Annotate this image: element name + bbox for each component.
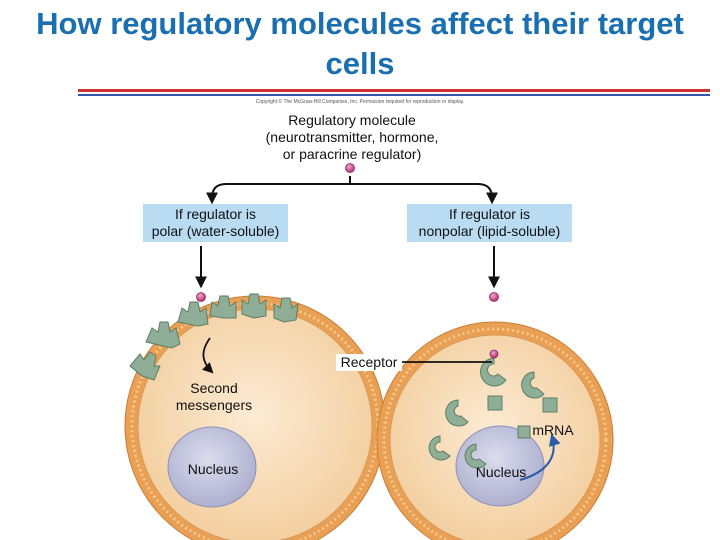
page-title: How regulatory molecules affect their ta… [36,6,684,81]
left-cell [124,295,386,540]
receptor-label: Receptor [336,354,402,371]
second-messenger-arrow [202,337,214,374]
second-messengers-label: Second messengers [162,380,266,414]
polar-line2: polar (water-soluble) [151,223,280,239]
branch-line [211,176,493,199]
nucleus-right-label: Nucleus [475,464,527,480]
nonpolar-regulator-box: If regulator is nonpolar (lipid-soluble) [407,204,572,242]
mrna-label: mRNA [532,422,574,438]
second-messengers-line1: Second [190,380,238,396]
nonpolar-line2: nonpolar (lipid-soluble) [418,223,561,239]
right-inner-molecule-dot [489,349,499,359]
left-molecule-dot [196,292,206,302]
copyright-notice: Copyright © The McGraw-Hill Companies, I… [255,99,465,105]
polar-regulator-box: If regulator is polar (water-soluble) [143,204,288,242]
second-messengers-line2: messengers [175,397,253,413]
right-molecule-dot [489,292,499,302]
left-nucleus [167,426,257,508]
regulatory-molecule-label: Regulatory molecule (neurotransmitter, h… [265,112,439,162]
polar-line1: If regulator is [175,206,256,222]
title-rule-blue [78,94,710,96]
right-receptors [428,357,558,469]
nonpolar-line1: If regulator is [449,206,530,222]
title-rule-red [78,89,710,92]
mrna-arrow [519,433,561,481]
nucleus-left-label: Nucleus [187,461,239,477]
regulatory-molecule-dot [345,163,355,173]
right-cell [376,321,614,540]
left-receptors [129,293,299,381]
right-nucleus [455,425,545,507]
